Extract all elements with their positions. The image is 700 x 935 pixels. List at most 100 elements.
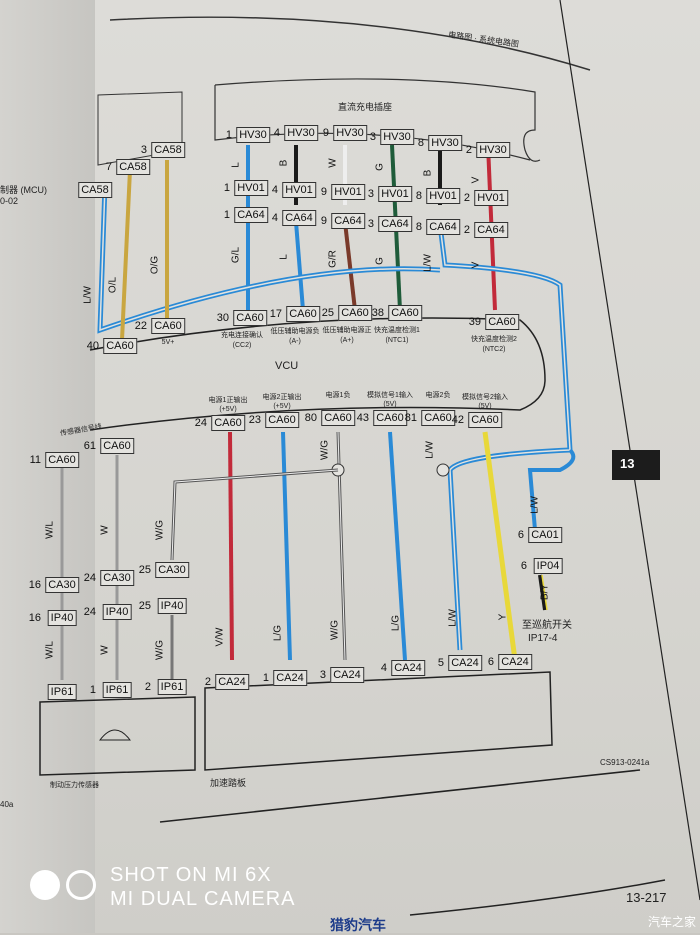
- hv30-connector: HV30: [380, 129, 414, 145]
- charger-title: 直流充电插座: [338, 102, 393, 112]
- hv01-connector: HV01: [378, 186, 412, 202]
- vcu-bottom-pin: 42: [451, 414, 464, 426]
- ca64-connector: CA64: [474, 222, 508, 238]
- vcu-bottom-pin: 23: [248, 414, 261, 426]
- vcu-top-connector: CA60: [233, 310, 267, 326]
- vcu-title: VCU: [275, 360, 299, 372]
- ip40-connector: IP40: [102, 604, 132, 620]
- vcu-bottom-pin: 43: [356, 412, 369, 424]
- ip61-connector: IP61: [47, 684, 77, 700]
- ip04-connector: IP04: [533, 558, 563, 574]
- vcu-bottom-connector: CA60: [468, 412, 502, 428]
- vcu-pin-signal: (CC2): [232, 342, 252, 349]
- ca01-pin: 6: [517, 529, 524, 541]
- wire-color-label: G: [374, 163, 386, 171]
- camera-watermark: SHOT ON MI 6X MI DUAL CAMERA: [110, 863, 296, 911]
- wire-color-label: W/L: [44, 641, 56, 659]
- wire-color-label: G/R: [327, 250, 339, 268]
- pedal-connector: CA24: [273, 670, 307, 686]
- ca58-connector: CA58: [116, 159, 150, 175]
- ip40-connector: IP40: [47, 610, 77, 626]
- wire-color-label: O/G: [149, 255, 161, 275]
- wire-color-label: O/L: [107, 276, 119, 294]
- vcu-pin-function: 电源2正输出: [262, 394, 302, 401]
- wire-color-label: L/W: [422, 254, 434, 272]
- pedal-connector: CA24: [215, 674, 249, 690]
- vcu-top-pin: 39: [468, 316, 481, 328]
- ip40-pin: 24: [83, 606, 96, 618]
- vcu-left-pin: 40: [86, 340, 99, 352]
- hv30-connector: HV30: [333, 125, 367, 141]
- section-tab: 13: [612, 450, 660, 480]
- section-number: 13: [620, 456, 635, 471]
- brake-vcu-pin: 61: [83, 440, 96, 452]
- camera-watermark-line2: MI DUAL CAMERA: [110, 888, 296, 910]
- ip61-connector: IP61: [157, 679, 187, 695]
- vcu-top-pin: 30: [216, 312, 229, 324]
- pedal-pin: 2: [204, 676, 211, 688]
- ip40-connector: IP40: [157, 598, 187, 614]
- vcu-top-pin: 25: [321, 307, 334, 319]
- vcu-bottom-connector: CA60: [373, 410, 407, 426]
- pedal-connector: CA24: [448, 655, 482, 671]
- pedal-pin: 5: [437, 657, 444, 669]
- wire-color-label: W/G: [154, 640, 166, 660]
- vcu-pin-signal: (NTC1): [385, 337, 409, 344]
- hv30-pin: 3: [369, 131, 376, 143]
- hv30-connector: HV30: [428, 135, 462, 151]
- vcu-pin-signal: (A-): [289, 338, 301, 345]
- vcu-pin-function: 快充温度检测1: [374, 327, 420, 334]
- ca58-pin: 3: [140, 144, 147, 156]
- wire-color-label: L: [230, 162, 242, 168]
- hv01-connector: HV01: [474, 190, 508, 206]
- ip61-pin: 2: [144, 681, 151, 693]
- vcu-pin-signal: (+5V): [273, 403, 291, 410]
- vcu-pin-function: 低压辅助电源正: [322, 327, 372, 334]
- ca64-pin: 2: [463, 224, 470, 236]
- ca64-connector: CA64: [426, 219, 460, 235]
- wire-color-label: B: [278, 159, 290, 167]
- ca58-connector: CA58: [151, 142, 185, 158]
- hv01-connector: HV01: [234, 180, 268, 196]
- wire-color-label: G: [374, 257, 386, 265]
- vcu-bottom-pin: 24: [194, 417, 207, 429]
- vcu-pin-signal: (A+): [340, 337, 354, 344]
- vcu-pin-function: 快充温度检测2: [471, 336, 517, 343]
- ca64-connector: CA64: [234, 207, 268, 223]
- ca64-connector: CA64: [378, 216, 412, 232]
- hv01-pin: 8: [415, 190, 422, 202]
- camera-dot-outline-icon: [66, 870, 96, 900]
- ca30-connector: CA30: [100, 570, 134, 586]
- pedal-pin: 6: [487, 656, 494, 668]
- ca64-pin: 9: [320, 215, 327, 227]
- ca30-connector: CA30: [155, 562, 189, 578]
- diagram-page: [95, 0, 700, 933]
- wire-color-label: L: [278, 254, 290, 260]
- vcu-pin-function: 电源1正输出: [208, 397, 248, 404]
- vcu-top-connector: CA60: [388, 305, 422, 321]
- vcu-top-connector: CA60: [286, 306, 320, 322]
- wire-color-label: L/W: [529, 496, 541, 514]
- left-page-fig: 40a: [0, 800, 14, 809]
- ca64-pin: 1: [223, 209, 230, 221]
- brake-vcu-connector: CA60: [45, 452, 79, 468]
- vcu-top-connector: CA60: [485, 314, 519, 330]
- hv30-connector: HV30: [476, 142, 510, 158]
- wire-color-label: W/L: [44, 521, 56, 539]
- vcu-pin-function: 低压辅助电源负: [270, 328, 320, 335]
- vcu-bottom-pin: 80: [304, 412, 317, 424]
- page-number: 13-217: [626, 890, 667, 905]
- vcu-left-connector: CA60: [103, 338, 137, 354]
- left-page-text: 制器 (MCU): [0, 185, 47, 195]
- ca64-pin: 8: [415, 221, 422, 233]
- ca30-pin: 25: [138, 564, 151, 576]
- wire-color-label: W/G: [329, 620, 341, 640]
- wire-color-label: V: [470, 176, 482, 184]
- vcu-pin-function: 电源2负: [425, 392, 451, 399]
- ca30-connector: CA30: [45, 577, 79, 593]
- vcu-pin-function: 充电连接确认: [221, 332, 263, 339]
- vcu-top-pin: 17: [269, 308, 282, 320]
- camera-dot-filled-icon: [30, 870, 60, 900]
- pedal-pin: 4: [380, 662, 387, 674]
